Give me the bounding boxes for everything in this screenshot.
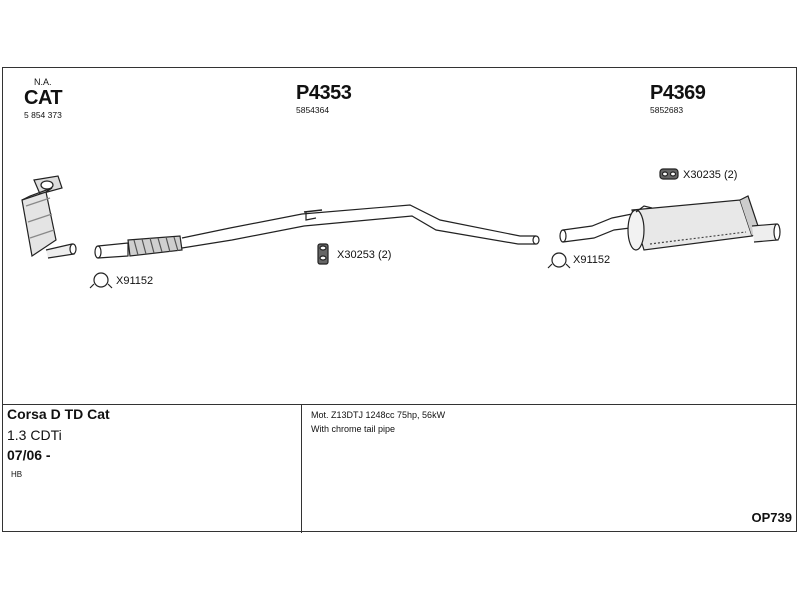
vehicle-model: Corsa D TD Cat [7, 406, 110, 422]
clamp-front-label: X91152 [116, 275, 154, 287]
section-divider [3, 404, 796, 405]
rear-silencer-number: 5852683 [650, 105, 684, 115]
vehicle-engine: 1.3 CDTi [7, 427, 62, 443]
clamp-rear-label: X91152 [573, 254, 611, 266]
diagram-code: OP739 [751, 510, 792, 525]
spec-engine: Mot. Z13DTJ 1248cc 75hp, 56kW [311, 410, 446, 420]
rear-silencer-drawing [559, 195, 781, 251]
diagram-sheet [2, 67, 797, 533]
vehicle-body-type: HB [11, 470, 23, 479]
front-pipe-label: P4353 [296, 82, 352, 104]
spec-tailpipe: With chrome tail pipe [311, 424, 396, 434]
clamp-front-icon [89, 272, 113, 289]
clamp-rear-icon [547, 252, 571, 269]
cat-label: CAT [24, 87, 63, 109]
rubber-mount-rear-icon [659, 168, 679, 180]
rear-silencer-label: P4369 [650, 82, 706, 104]
front-pipe-drawing [94, 204, 540, 259]
cat-note: N.A. [34, 77, 52, 87]
front-pipe-number: 5854364 [296, 105, 330, 115]
cat-number: 5 854 373 [24, 110, 62, 120]
rubber-mount-rear-label: X30235 (2) [683, 169, 738, 181]
rubber-mount-mid-label: X30253 (2) [337, 249, 392, 261]
vehicle-date: 07/06 - [7, 447, 51, 463]
column-divider [301, 404, 302, 533]
catalytic-converter-drawing [21, 175, 77, 259]
rubber-mount-mid-icon [317, 243, 329, 265]
